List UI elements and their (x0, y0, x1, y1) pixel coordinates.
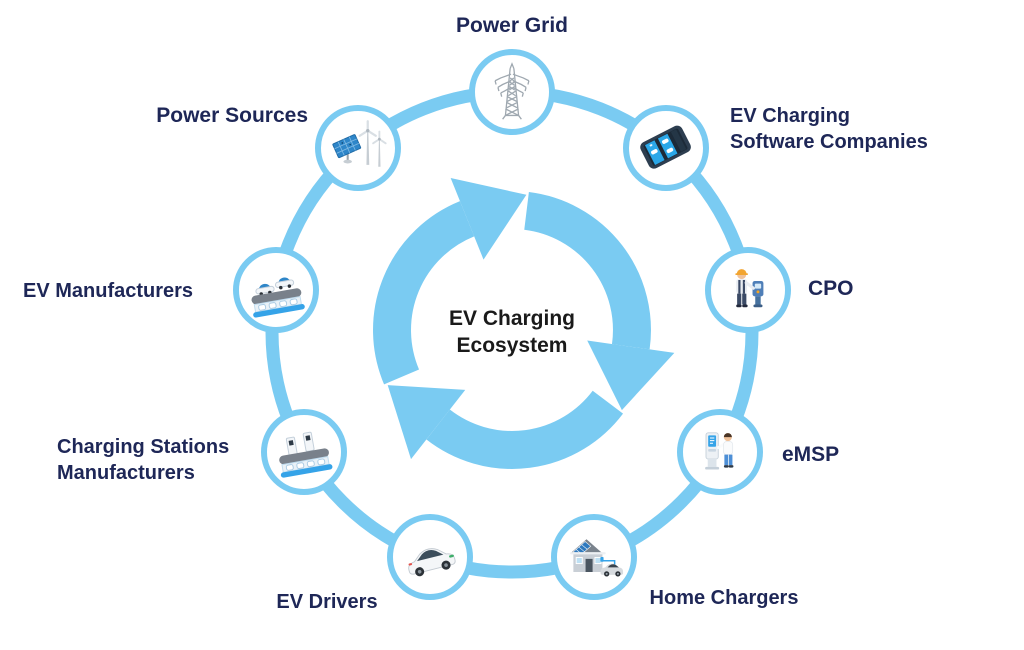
node-charging-stations-manufacturers (261, 409, 347, 495)
charger-conveyor-icon (279, 431, 333, 478)
label-ev-charging-software-line2: Software Companies (730, 131, 928, 153)
cycle-arrows-icon (373, 177, 675, 469)
label-ev-drivers: EV Drivers (276, 591, 378, 613)
technician-charging-post-icon (735, 269, 764, 308)
diagram-title-line2: Ecosystem (456, 334, 568, 357)
node-emsp (677, 409, 763, 495)
label-emsp: eMSP (782, 443, 840, 466)
label-home-chargers: Home Chargers (649, 587, 799, 609)
label-charging-stations-line2: Manufacturers (57, 462, 195, 484)
label-charging-stations-line1: Charging Stations (57, 436, 230, 458)
node-cpo (705, 247, 791, 333)
kiosk-user-icon (705, 432, 734, 470)
diagram-title: EV Charging Ecosystem (449, 305, 575, 359)
electric-car-icon (408, 548, 456, 577)
label-ev-manufacturers: EV Manufacturers (23, 280, 194, 302)
label-cpo: CPO (808, 277, 854, 300)
node-ev-manufacturers (233, 247, 319, 333)
node-power-grid (469, 49, 555, 135)
car-conveyor-icon (251, 277, 305, 318)
node-home-chargers (551, 514, 637, 600)
node-ev-charging-software-companies (623, 105, 709, 191)
solar-wind-icon (332, 120, 387, 167)
transmission-tower-icon (494, 62, 530, 120)
label-power-grid: Power Grid (455, 14, 569, 37)
house-solar-car-icon (570, 539, 624, 577)
label-power-sources: Power Sources (156, 104, 308, 127)
label-ev-charging-software-line1: EV Charging (730, 105, 851, 127)
diagram-title-line1: EV Charging (448, 307, 576, 330)
label-charging-stations-manufacturers: Charging Stations Manufacturers (57, 434, 229, 486)
phone-charging-app-icon (640, 125, 691, 169)
node-power-sources (315, 105, 401, 191)
node-ev-drivers (387, 514, 473, 600)
label-ev-charging-software-companies: EV Charging Software Companies (730, 103, 928, 155)
